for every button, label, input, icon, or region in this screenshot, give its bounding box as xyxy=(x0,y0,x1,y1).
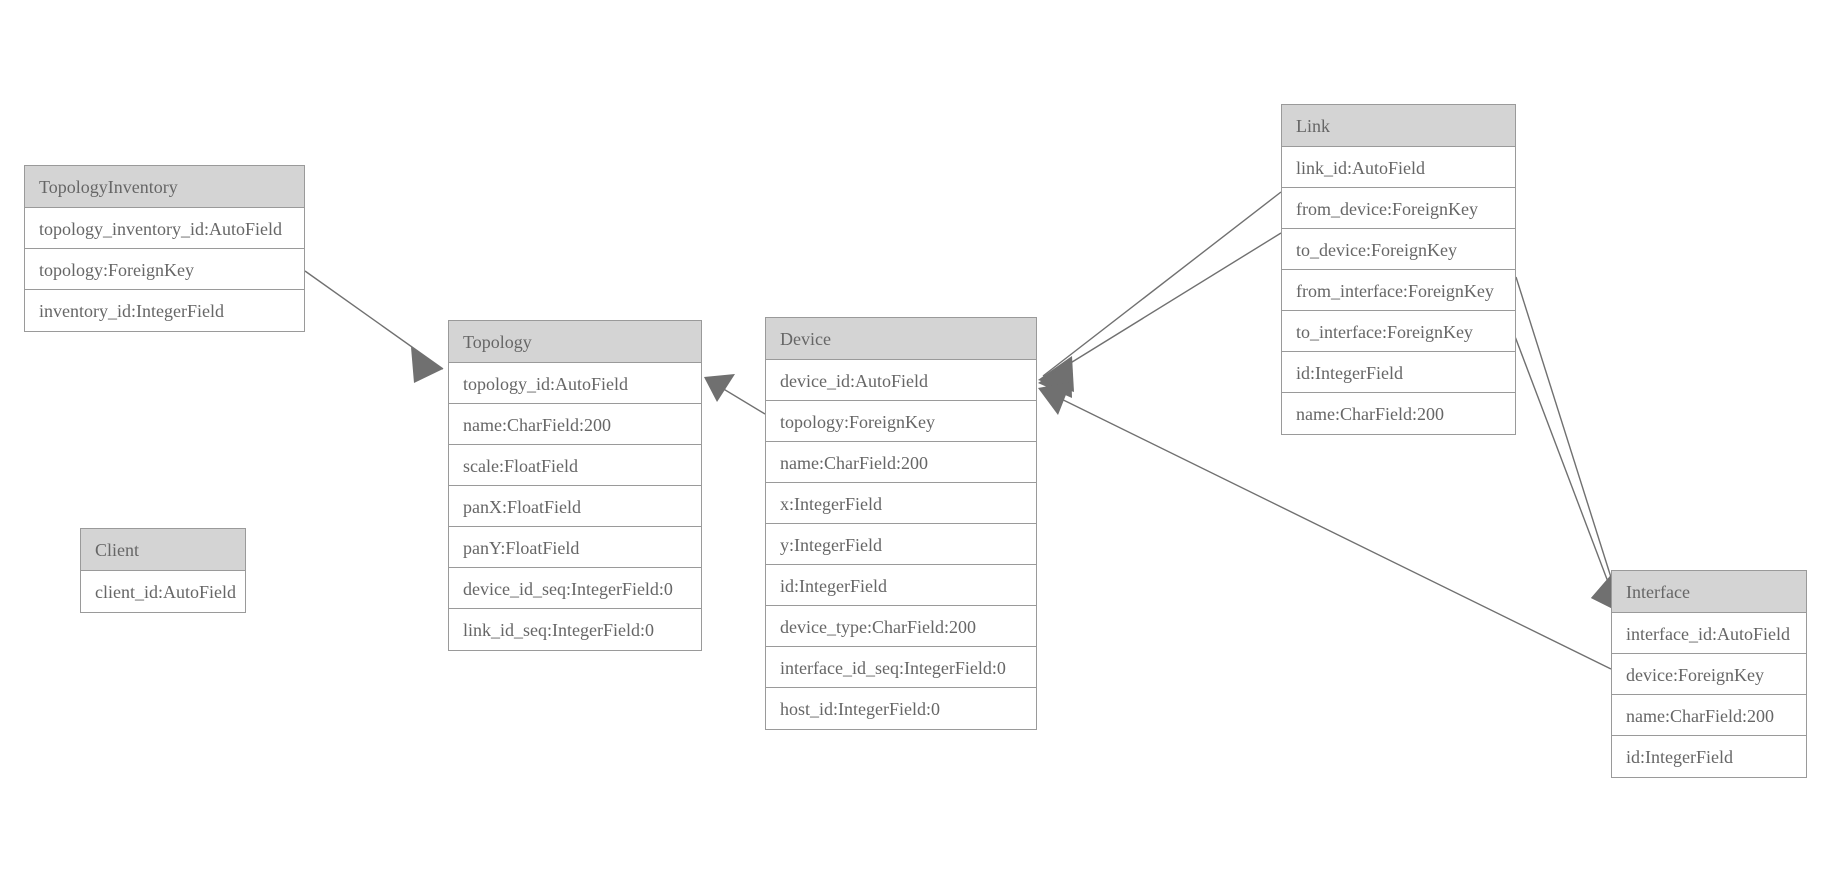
edge-line xyxy=(1515,276,1622,610)
entity-field[interactable]: panX:FloatField xyxy=(449,486,701,527)
entity-field[interactable]: name:CharField:200 xyxy=(1282,393,1515,434)
edge-line xyxy=(304,270,444,370)
entity-field[interactable]: id:IntegerField xyxy=(1612,736,1806,777)
entity-field[interactable]: interface_id:AutoField xyxy=(1612,613,1806,654)
entity-field[interactable]: link_id:AutoField xyxy=(1282,147,1515,188)
edge-arrowhead-icon xyxy=(1038,356,1074,392)
entity-field[interactable]: topology_inventory_id:AutoField xyxy=(25,208,304,249)
entity-field[interactable]: id:IntegerField xyxy=(1282,352,1515,393)
relationship-edge xyxy=(1038,191,1282,392)
relationship-edge xyxy=(1038,232,1282,398)
edge-arrowhead-icon xyxy=(1038,382,1071,415)
edge-arrowhead-icon xyxy=(411,347,443,383)
relationship-edge xyxy=(704,374,766,415)
entity-field-list-client: client_id:AutoField xyxy=(81,571,245,612)
edge-line xyxy=(706,378,766,415)
entity-title-link: Link xyxy=(1282,105,1515,147)
entity-field[interactable]: topology:ForeignKey xyxy=(25,249,304,290)
entity-field[interactable]: device_type:CharField:200 xyxy=(766,606,1036,647)
edge-arrowhead-icon xyxy=(704,374,735,402)
entity-title-interface: Interface xyxy=(1612,571,1806,613)
entity-field[interactable]: from_interface:ForeignKey xyxy=(1282,270,1515,311)
relationship-edge xyxy=(1515,276,1623,614)
entity-title-topology_inventory: TopologyInventory xyxy=(25,166,304,208)
entity-field[interactable]: host_id:IntegerField:0 xyxy=(766,688,1036,729)
edge-line xyxy=(1042,232,1282,381)
entity-field[interactable]: y:IntegerField xyxy=(766,524,1036,565)
entity-field[interactable]: topology_id:AutoField xyxy=(449,363,701,404)
entity-field[interactable]: topology:ForeignKey xyxy=(766,401,1036,442)
entity-field[interactable]: device:ForeignKey xyxy=(1612,654,1806,695)
entity-field[interactable]: to_device:ForeignKey xyxy=(1282,229,1515,270)
entity-field[interactable]: client_id:AutoField xyxy=(81,571,245,612)
entity-field[interactable]: x:IntegerField xyxy=(766,483,1036,524)
entity-field[interactable]: from_device:ForeignKey xyxy=(1282,188,1515,229)
entity-field[interactable]: to_interface:ForeignKey xyxy=(1282,311,1515,352)
relationship-edge xyxy=(304,270,444,383)
relationship-edge xyxy=(1507,317,1623,614)
entity-field[interactable]: scale:FloatField xyxy=(449,445,701,486)
entity-field[interactable]: link_id_seq:IntegerField:0 xyxy=(449,609,701,650)
entity-title-client: Client xyxy=(81,529,245,571)
edge-line xyxy=(1507,317,1620,612)
entity-field[interactable]: name:CharField:200 xyxy=(766,442,1036,483)
entity-field[interactable]: inventory_id:IntegerField xyxy=(25,290,304,331)
entity-field[interactable]: name:CharField:200 xyxy=(1612,695,1806,736)
entity-field[interactable]: name:CharField:200 xyxy=(449,404,701,445)
entity-field[interactable]: id:IntegerField xyxy=(766,565,1036,606)
entity-field[interactable]: device_id_seq:IntegerField:0 xyxy=(449,568,701,609)
edge-line xyxy=(1042,191,1282,377)
entity-field[interactable]: device_id:AutoField xyxy=(766,360,1036,401)
edge-arrowhead-icon xyxy=(1038,362,1072,398)
entity-field[interactable]: panY:FloatField xyxy=(449,527,701,568)
entity-field[interactable]: interface_id_seq:IntegerField:0 xyxy=(766,647,1036,688)
entity-title-topology: Topology xyxy=(449,321,701,363)
entity-title-device: Device xyxy=(766,318,1036,360)
